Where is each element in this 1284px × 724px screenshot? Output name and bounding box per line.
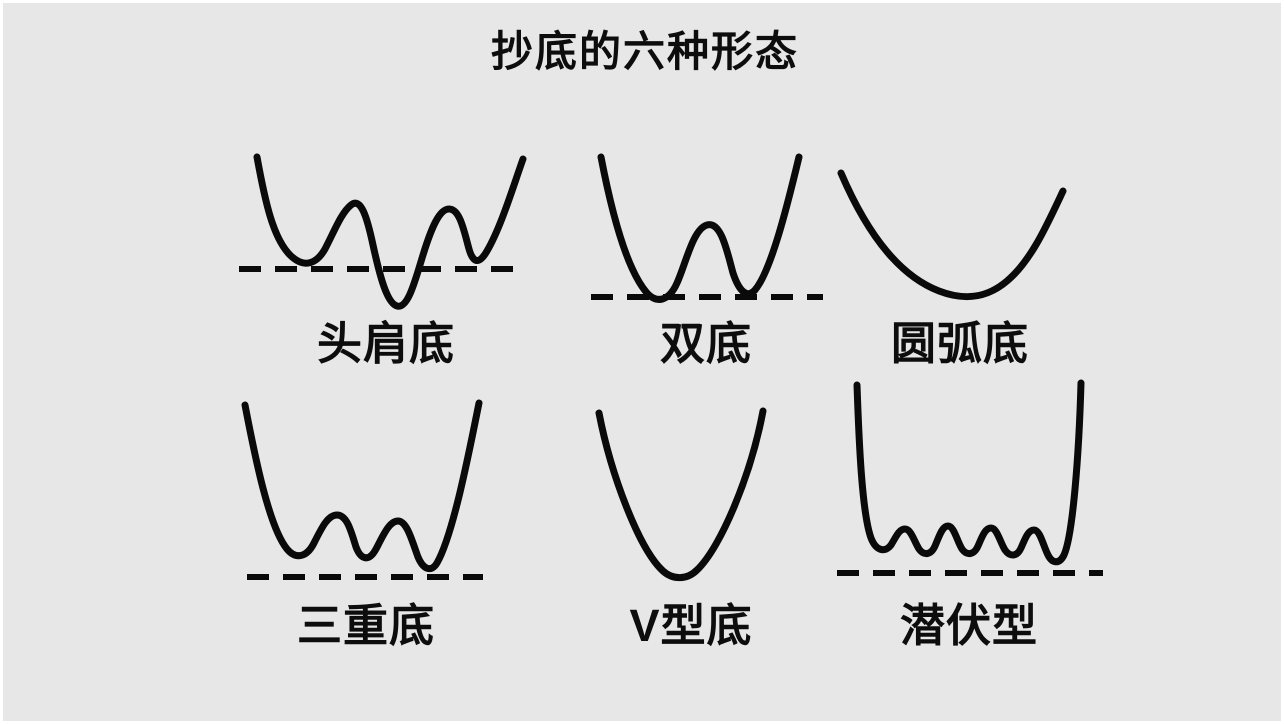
round-bottom-curve xyxy=(837,169,1067,301)
round-bottom-chart xyxy=(837,169,1067,301)
pattern-label-triple-bottom: 三重底 xyxy=(296,600,435,651)
dormant-chart xyxy=(837,379,1103,576)
pattern-label-round-bottom: 圆弧底 xyxy=(890,318,1029,369)
pattern-v-bottom: V型底 xyxy=(581,391,801,661)
head-shoulders-curve xyxy=(253,153,527,310)
head-shoulders-chart xyxy=(239,153,527,310)
pattern-triple-bottom: 三重底 xyxy=(231,391,501,661)
v-bottom-curve xyxy=(595,407,767,582)
double-bottom-chart xyxy=(591,153,823,303)
pattern-label-v-bottom: V型底 xyxy=(629,600,753,651)
pattern-label-head-shoulders: 头肩底 xyxy=(316,318,455,369)
v-bottom-chart xyxy=(595,407,767,582)
triple-bottom-chart xyxy=(241,399,483,580)
page-title: 抄底的六种形态 xyxy=(490,28,799,75)
triple-bottom-curve xyxy=(241,399,483,573)
pattern-head-shoulders: 头肩底 xyxy=(221,143,551,383)
pattern-dormant: 潜伏型 xyxy=(829,373,1109,661)
double-bottom-curve xyxy=(597,153,803,303)
pattern-label-double-bottom: 双底 xyxy=(659,318,752,369)
pattern-double-bottom: 双底 xyxy=(581,143,831,383)
pattern-round-bottom: 圆弧底 xyxy=(835,143,1085,383)
pattern-label-dormant: 潜伏型 xyxy=(899,600,1038,651)
dormant-curve xyxy=(853,379,1085,566)
